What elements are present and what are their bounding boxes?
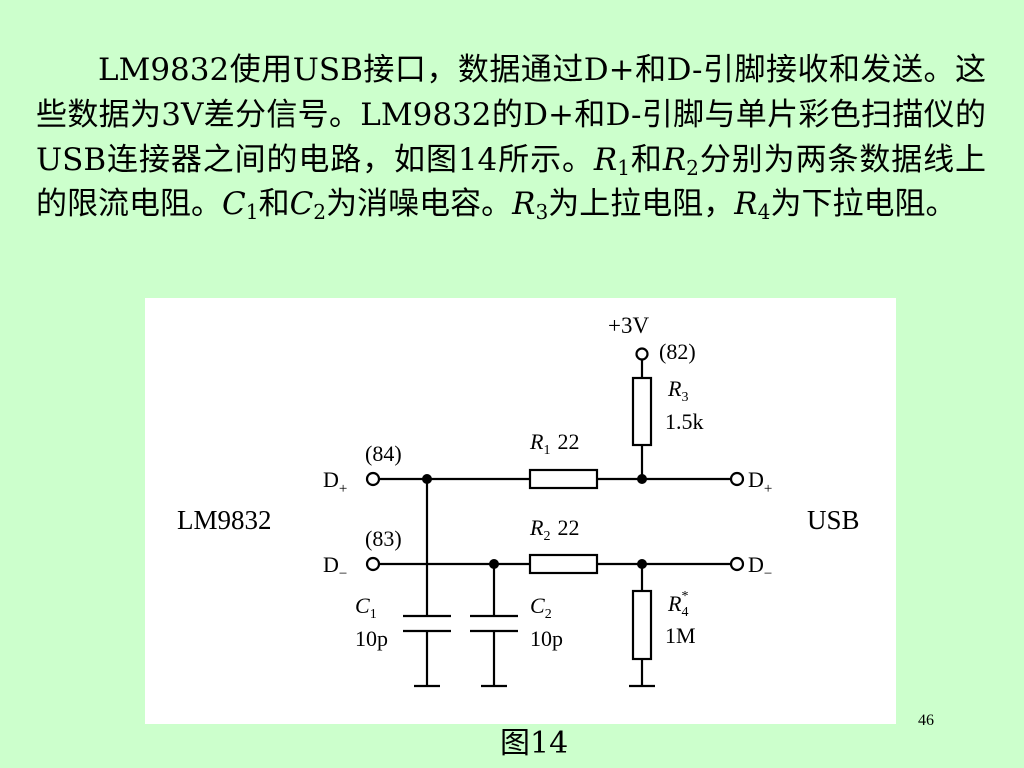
page-number: 46 (918, 712, 934, 729)
lm-dplus-label: D+ (323, 467, 347, 497)
usb-dplus-terminal (729, 471, 745, 487)
r3-junction (637, 474, 647, 484)
r2-resistor (528, 553, 599, 575)
limit-resistor-text: 分别为两条数据线上的限流电阻。 (36, 141, 987, 223)
r3-value: 1.5k (665, 409, 704, 434)
c1-value: 10p (355, 626, 388, 651)
junction-dots (422, 474, 647, 569)
r1-resistor (528, 468, 599, 490)
dminus-pin-label: (83) (365, 526, 402, 551)
c2-symbol: C (289, 186, 314, 223)
r2-symbol: R (662, 141, 687, 178)
lm-dminus-label: D− (323, 552, 347, 582)
c2-label: C2 (530, 593, 552, 622)
pullup-text: 为上拉电阻， (548, 186, 735, 223)
c2-value: 10p (530, 626, 563, 651)
r4-subscript: 4 (757, 200, 771, 225)
usb-dminus-terminal (729, 556, 745, 572)
usb-dplus-label: D+ (748, 467, 772, 497)
r1-subscript: 1 (617, 155, 631, 180)
r3-label: R3 (667, 376, 688, 405)
r1-symbol: R (593, 141, 618, 178)
r4-symbol: R (734, 186, 758, 223)
c2-junction (489, 559, 499, 569)
c1-junction (422, 474, 432, 484)
circuit-svg: +3V (82) (84) (83) LM9832 USB D+ D− D+ D… (177, 313, 860, 688)
c1-subscript: 1 (245, 200, 259, 225)
usb-label: USB (807, 505, 860, 535)
c1-label: C1 (355, 593, 377, 622)
r4-junction (637, 559, 647, 569)
r4-value: 1M (665, 623, 696, 648)
pulldown-text: 为下拉电阻。 (770, 186, 957, 223)
lm9832-label: LM9832 (177, 505, 272, 535)
figure-caption: 图14 (500, 726, 569, 761)
r4-label: R4* (667, 589, 688, 620)
supply-label: +3V (608, 313, 649, 338)
supply-pin-label: (82) (659, 339, 696, 364)
and-word-2: 和 (258, 186, 290, 223)
circuit-diagram: +3V (82) (84) (83) LM9832 USB D+ D− D+ D… (145, 298, 896, 724)
paragraph-intro: LM9832使用USB接口，数据通过D+和D-引脚接收和发送。这些数据为3V差分… (36, 52, 986, 178)
dplus-pin-label: (84) (365, 441, 402, 466)
lm-dplus-terminal (365, 471, 381, 487)
r3-resistor (631, 376, 653, 447)
and-word: 和 (630, 141, 663, 178)
r2-subscript: 2 (686, 155, 699, 180)
r3-subscript: 3 (535, 200, 549, 225)
noise-cap-text: 为消噪电容。 (326, 186, 513, 223)
r3-symbol: R (512, 186, 536, 223)
c1-symbol: C (222, 186, 246, 223)
circuit-wires (365, 347, 745, 688)
usb-dminus-label: D− (748, 552, 772, 582)
c2-subscript: 2 (313, 200, 327, 225)
lm-dminus-terminal (365, 556, 381, 572)
r4-resistor (631, 589, 653, 661)
supply-terminal (635, 347, 649, 361)
description-paragraph: LM9832使用USB接口，数据通过D+和D-引脚接收和发送。这些数据为3V差分… (36, 48, 986, 227)
